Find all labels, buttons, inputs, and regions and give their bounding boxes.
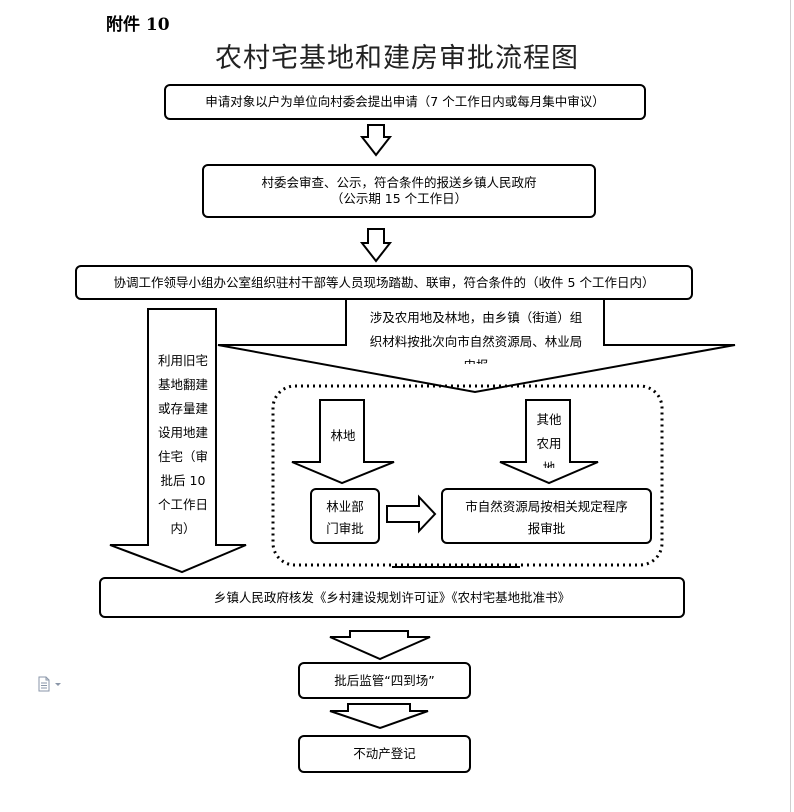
other-farmland-label: 其他 农用 地 — [528, 408, 570, 468]
forest-dept-box: 林业部 门审批 — [310, 488, 380, 544]
left-branch-line: 住宅（审 — [157, 449, 208, 464]
left-branch-line: 或存量建 — [157, 401, 208, 416]
village-review-line-1: 村委会审查、公示，符合条件的报送乡镇人民政府 — [261, 175, 537, 190]
other-farmland-line: 农用 — [536, 436, 562, 451]
other-farmland-line: 地 — [542, 460, 556, 468]
other-farmland-line: 其他 — [536, 412, 562, 427]
left-branch-line: 个工作日 — [157, 497, 208, 512]
resource-bureau-line: 市自然资源局按相关规定程序 — [465, 499, 628, 514]
arrow-down-1 — [359, 124, 393, 157]
arrow-down-4 — [329, 703, 429, 730]
step-township-issue: 乡镇人民政府核发《乡村建设规划许可证》《农村宅基地批准书》 — [99, 577, 685, 618]
step-village-review: 村委会审查、公示，符合条件的报送乡镇人民政府 （公示期 15 个工作日） — [202, 164, 596, 218]
township-issue-text: 乡镇人民政府核发《乡村建设规划许可证》《农村宅基地批准书》 — [213, 589, 571, 605]
coordinate-text: 协调工作领导小组办公室组织驻村干部等人员现场踏勘、联审，符合条件的（收件 5 个… — [113, 274, 655, 290]
resource-bureau-line: 报审批 — [527, 521, 566, 536]
forest-arrow-label: 林地 — [330, 428, 356, 443]
page-title: 农村宅基地和建房审批流程图 — [215, 43, 579, 74]
arrow-down-2 — [359, 228, 393, 263]
left-branch-line: 批后 10 — [160, 473, 206, 488]
left-branch-text: 利用旧宅 基地翻建 或存量建 设用地建 住宅（审 批后 10 个工作日 内） — [150, 349, 216, 541]
left-branch-line: 内） — [170, 521, 196, 536]
arrow-right-branch — [217, 295, 736, 394]
arrow-other-farmland — [499, 399, 599, 485]
step-coordinate: 协调工作领导小组办公室组织驻村干部等人员现场踏勘、联审，符合条件的（收件 5 个… — [75, 265, 693, 300]
left-branch-line: 利用旧宅 — [157, 353, 208, 368]
forest-dept-line: 林业部 — [326, 499, 364, 514]
left-branch-line: 基地翻建 — [157, 377, 208, 392]
step-supervision: 批后监管“四到场” — [298, 662, 471, 699]
right-branch-line: 申报 — [350, 354, 602, 364]
step-apply-text: 申请对象以户为单位向村委会提出申请（7 个工作日内或每月集中审议） — [205, 94, 605, 109]
dotted-container — [271, 384, 664, 567]
right-branch-line: 织材料按批次向市自然资源局、林业局 — [369, 334, 583, 349]
right-branch-text: 涉及农用地及林地，由乡镇（街道）组 织材料按批次向市自然资源局、林业局 申报 — [350, 306, 602, 364]
forest-dept-line: 门审批 — [326, 521, 364, 536]
resource-bureau-box: 市自然资源局按相关规定程序 报审批 — [441, 488, 652, 544]
left-branch-line: 设用地建 — [157, 425, 208, 440]
supervision-text: 批后监管“四到场” — [334, 672, 435, 688]
step-apply: 申请对象以户为单位向村委会提出申请（7 个工作日内或每月集中审议） — [164, 84, 646, 120]
village-review-line-2: （公示期 15 个工作日） — [330, 191, 468, 206]
step-registration: 不动产登记 — [298, 735, 471, 773]
arrow-left-branch — [109, 308, 247, 574]
right-branch-line: 涉及农用地及林地，由乡镇（街道）组 — [369, 310, 583, 325]
page-edge-line — [790, 0, 791, 812]
document-icon[interactable] — [36, 676, 62, 692]
arrow-down-3 — [329, 630, 431, 661]
registration-text: 不动产登记 — [353, 746, 416, 761]
annex-label: 附件 10 — [106, 15, 170, 35]
arrow-forest — [291, 399, 395, 485]
arrow-right-small — [386, 494, 437, 534]
